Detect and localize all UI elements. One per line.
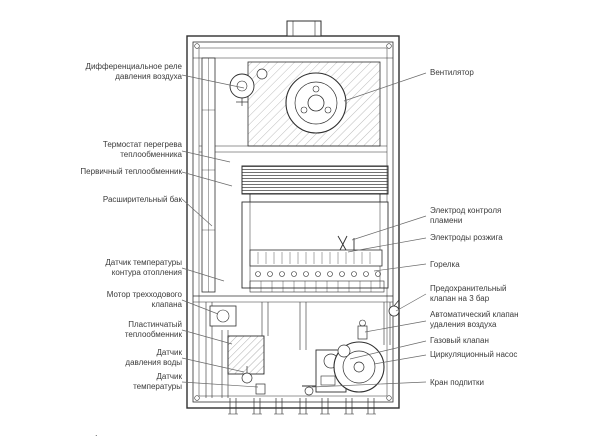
fan — [285, 72, 347, 134]
three-way-valve-motor-label: Мотор трехходового клапана — [106, 290, 182, 309]
safety-valve-label: Предохранительный клапан на 3 бар — [430, 284, 507, 303]
flue-collar — [286, 20, 322, 37]
circulation-pump — [333, 341, 385, 393]
stray-dot: . — [95, 428, 98, 438]
safety-valve — [388, 299, 400, 317]
circulation-pump-label: Циркуляционный насос — [430, 350, 518, 359]
filling-tap — [302, 385, 316, 396]
primary-heat-exchanger-label: Первичный теплообменник — [80, 167, 182, 176]
automatic-air-vent — [357, 319, 368, 340]
plate-heat-exchanger — [227, 335, 265, 375]
heating-circuit-temp-sensor-label: Датчик температуры контура отопления — [105, 258, 182, 277]
water-pressure-sensor — [241, 366, 253, 384]
expansion-tank — [201, 57, 216, 293]
expansion-tank-label: Расширительный бак — [102, 195, 182, 204]
flame-control-electrode-label: Электрод контроля пламени — [430, 206, 502, 225]
ignition-electrodes — [337, 235, 355, 251]
leader-lines — [181, 72, 427, 388]
fan-label: Вентилятор — [430, 68, 474, 77]
ignition-electrodes-label: Электроды розжига — [430, 233, 503, 242]
filling-tap-label: Кран подпитки — [430, 378, 484, 387]
burner-label: Горелка — [430, 260, 460, 269]
primary-heat-exchanger — [241, 165, 389, 202]
auto-air-vent-label: Автоматический клапан удаления воздуха — [430, 310, 519, 329]
gas-valve-label: Газовый клапан — [430, 336, 489, 345]
differential-air-pressure-relay-label: Дифференциальное реле давления воздуха — [85, 62, 182, 81]
burner — [249, 249, 385, 293]
water-pressure-sensor-label: Датчик давления воды — [125, 348, 182, 367]
air-pressure-relay — [229, 73, 255, 106]
plate-heat-exchanger-label: Пластинчатый теплообменник — [124, 320, 182, 339]
overheat-thermostat-label: Термостат перегрева теплообменника — [102, 140, 182, 159]
three-way-valve-motor — [209, 305, 237, 327]
temperature-sensor — [255, 383, 266, 395]
temperature-sensor-label: Датчик температуры — [133, 372, 182, 391]
combustion-chamber — [241, 201, 389, 289]
